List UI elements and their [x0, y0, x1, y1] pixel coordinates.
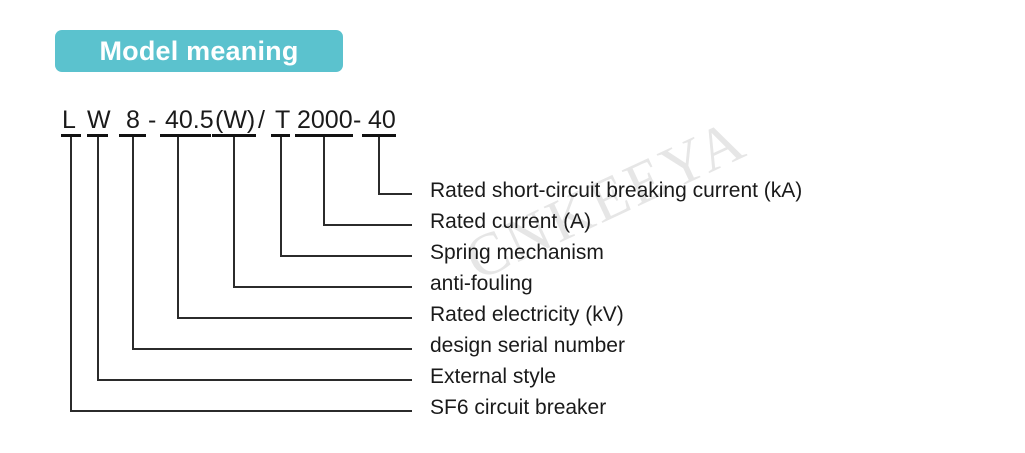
leader-vertical — [97, 137, 99, 379]
leader-vertical — [233, 137, 235, 286]
leader-horizontal — [70, 410, 412, 412]
leader-vertical — [378, 137, 380, 193]
leader-horizontal — [323, 224, 412, 226]
model-code-underline — [362, 134, 396, 137]
model-code-segment: 8 — [126, 106, 140, 134]
leader-horizontal — [132, 348, 412, 350]
leader-vertical — [70, 137, 72, 410]
callout-label: Rated electricity (kV) — [430, 303, 624, 326]
model-code-underline — [119, 134, 146, 137]
model-code-separator: / — [258, 106, 265, 134]
callout-label: External style — [430, 365, 557, 388]
leader-horizontal — [280, 255, 412, 257]
leader-vertical — [132, 137, 134, 348]
model-code-segment: W — [87, 106, 111, 134]
model-code-segment: 40 — [368, 106, 396, 134]
callout-label: Spring mechanism — [430, 241, 604, 264]
model-code-segment: 2000 — [297, 106, 353, 134]
model-code-segment: L — [62, 106, 76, 134]
model-code-segment: (W) — [215, 106, 256, 134]
model-code-segment: 40.5 — [165, 106, 214, 134]
model-code-underline — [212, 134, 256, 137]
callout-label: Rated short-circuit breaking current (kA… — [430, 179, 803, 202]
page-title: Model meaning — [99, 35, 299, 66]
callout-label: anti-fouling — [430, 272, 533, 295]
leader-horizontal — [97, 379, 412, 381]
callout-label: Rated current (A) — [430, 210, 592, 233]
leader-vertical — [177, 137, 179, 317]
model-code-underline — [160, 134, 211, 137]
leader-horizontal — [177, 317, 412, 319]
model-code-underline — [61, 134, 81, 137]
model-code-separator: - — [148, 106, 157, 134]
model-code-separator: - — [353, 106, 362, 134]
model-code-segment: T — [275, 106, 291, 134]
model-code-underline — [295, 134, 353, 137]
leader-horizontal — [233, 286, 412, 288]
model-code-underline — [271, 134, 290, 137]
leader-vertical — [323, 137, 325, 224]
callout-label: design serial number — [430, 334, 625, 357]
leader-horizontal — [378, 193, 412, 195]
section-title-badge: Model meaning — [55, 30, 343, 72]
callout-label: SF6 circuit breaker — [430, 396, 607, 419]
leader-vertical — [280, 137, 282, 255]
model-code-underline — [87, 134, 108, 137]
